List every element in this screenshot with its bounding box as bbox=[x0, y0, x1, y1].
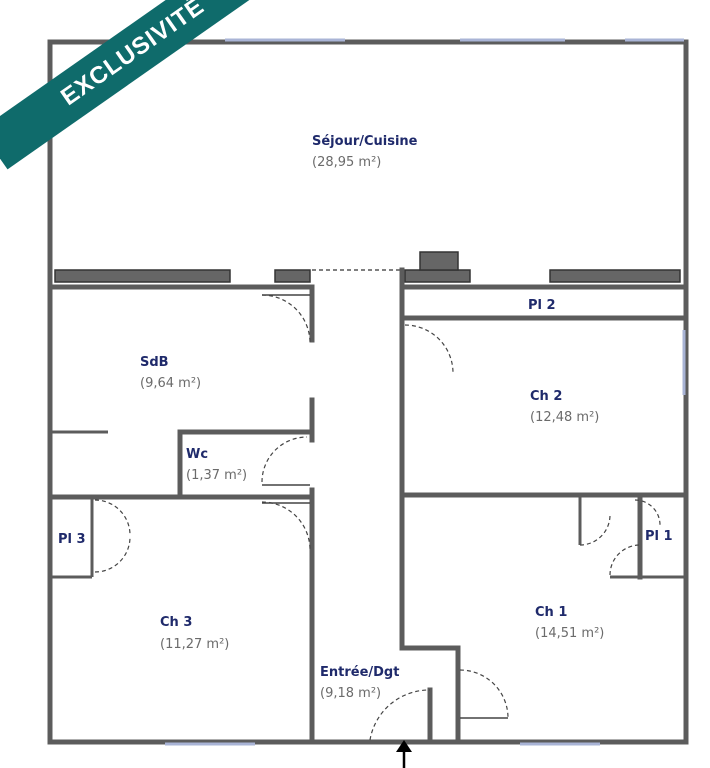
doors bbox=[94, 294, 661, 741]
ch2-name: Ch 2 bbox=[530, 389, 562, 404]
ch1-name: Ch 1 bbox=[535, 605, 567, 620]
pl1-name: Pl 1 bbox=[645, 529, 673, 544]
sdb-area: (9,64 m²) bbox=[140, 376, 201, 391]
radiator-left bbox=[54, 269, 231, 283]
ch1-area: (14,51 m²) bbox=[535, 626, 604, 641]
radiator-mid bbox=[274, 269, 311, 283]
radiator-right bbox=[549, 269, 681, 283]
entree-name: Entrée/Dgt bbox=[320, 665, 399, 680]
outer-walls bbox=[47, 39, 689, 745]
sejour-name: Séjour/Cuisine bbox=[312, 134, 418, 149]
pl2-name: Pl 2 bbox=[528, 298, 556, 313]
sejour-area: (28,95 m²) bbox=[312, 155, 381, 170]
radiator-ch2 bbox=[404, 269, 471, 283]
entree-area: (9,18 m²) bbox=[320, 686, 381, 701]
sdb-name: SdB bbox=[140, 355, 169, 370]
ch2-area: (12,48 m²) bbox=[530, 410, 599, 425]
chimney bbox=[419, 251, 459, 271]
wc-area: (1,37 m²) bbox=[186, 468, 247, 483]
pl3-name: Pl 3 bbox=[58, 532, 86, 547]
wc-name: Wc bbox=[186, 447, 208, 462]
ch3-name: Ch 3 bbox=[160, 615, 192, 630]
windows bbox=[165, 38, 686, 746]
ch3-area: (11,27 m²) bbox=[160, 637, 229, 652]
living-lower-wall bbox=[54, 251, 681, 283]
interior-walls bbox=[49, 267, 687, 743]
room-labels: Séjour/Cuisine (28,95 m²) SdB (9,64 m²) … bbox=[58, 134, 673, 701]
entrance-arrow-icon bbox=[396, 740, 412, 768]
